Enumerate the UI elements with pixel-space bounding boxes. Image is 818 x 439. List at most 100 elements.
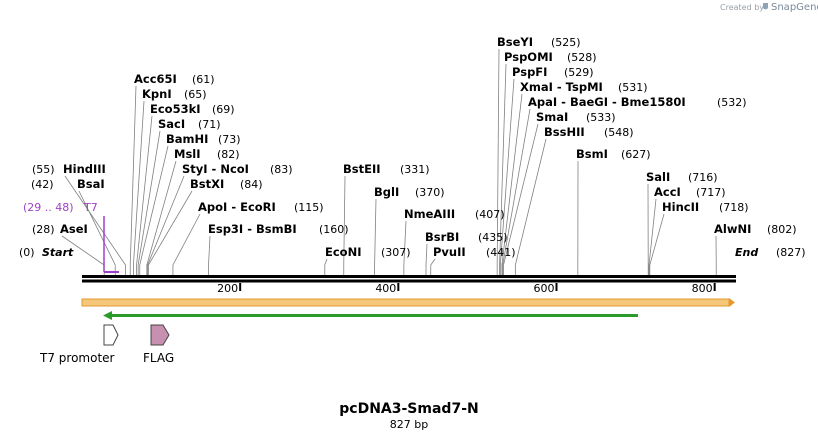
restriction-site[interactable]: BglI(370): [374, 185, 445, 199]
restriction-site[interactable]: ApoI - EcoRI (115): [198, 200, 324, 214]
site-name: SmaI: [536, 110, 568, 124]
site-position: (627): [621, 148, 651, 161]
restriction-site[interactable]: XmaI - TspMI(531): [520, 80, 648, 94]
restriction-site[interactable]: PvuII (441): [433, 245, 516, 259]
site-position: (42): [31, 178, 54, 191]
start-label: Start: [42, 246, 74, 259]
site-leader-line: [129, 85, 137, 275]
site-name: ApoI - EcoRI: [198, 200, 276, 214]
restriction-site[interactable]: EcoNI (307): [325, 245, 411, 259]
site-leader-line: [403, 220, 407, 275]
site-leader-line: [430, 258, 436, 275]
site-position: (525): [551, 36, 581, 49]
restriction-site[interactable]: StyI - NcoI(83): [182, 162, 293, 176]
restriction-site[interactable]: MslI (82): [174, 147, 240, 161]
site-name: Esp3I - BsmBI: [208, 222, 297, 236]
restriction-site[interactable]: BsaI (42): [31, 177, 105, 191]
end-position: (827): [776, 246, 806, 259]
restriction-site[interactable]: PspFI(529): [512, 65, 594, 79]
site-leader-line: [133, 100, 145, 275]
site-position: (532): [717, 96, 747, 109]
feature-t7-promoter[interactable]: T7 promoter: [39, 324, 119, 365]
site-leader-line: [148, 190, 193, 275]
restriction-site[interactable]: BsrBI(435): [425, 230, 508, 244]
site-position: (407): [475, 208, 505, 221]
snapgene-logo-icon: [763, 3, 768, 10]
site-position: (83): [270, 163, 293, 176]
restriction-site[interactable]: BsmI (627): [576, 147, 651, 161]
restriction-site[interactable]: KpnI(65): [142, 87, 207, 101]
site-name: EcoNI: [325, 245, 361, 259]
site-leader-line: [64, 175, 126, 275]
restriction-site[interactable]: BseYI (525): [497, 35, 581, 49]
feature-label-t7-promoter: T7 promoter: [39, 351, 115, 365]
plasmid-name: pcDNA3-Smad7-N: [339, 401, 478, 417]
site-leader-line: [136, 115, 153, 275]
site-position: (370): [415, 186, 445, 199]
restriction-site[interactable]: SalI(716): [646, 170, 718, 184]
site-position: (718): [719, 201, 749, 214]
site-name: MslI: [174, 147, 201, 161]
site-name: PvuII: [433, 245, 466, 259]
site-position: (533): [586, 111, 616, 124]
site-position: (528): [567, 51, 597, 64]
restriction-site[interactable]: PspOMI (528): [504, 50, 597, 64]
site-leader-line: [499, 78, 515, 275]
site-name: AlwNI: [714, 222, 751, 236]
restriction-site[interactable]: BssHII(548): [544, 125, 634, 139]
site-name: BstXI: [190, 177, 224, 191]
site-position: (331): [400, 163, 430, 176]
site-position: (55): [32, 163, 55, 176]
site-position: (160): [319, 223, 349, 236]
site-leader-line: [425, 243, 428, 275]
site-name: BsaI: [77, 177, 105, 191]
site-leader-line: [343, 175, 346, 275]
primer-t7[interactable]: (29 .. 48) T7: [23, 201, 119, 273]
site-name: SacI: [158, 117, 185, 131]
restriction-site[interactable]: Esp3I - BsmBI (160): [208, 222, 349, 236]
site-name: HincII: [662, 200, 699, 214]
site-position: (82): [217, 148, 240, 161]
ruler-tick-label: 600: [533, 282, 554, 295]
site-leader-line: [499, 63, 507, 275]
restriction-site[interactable]: SacI (71): [158, 117, 221, 131]
restriction-site[interactable]: Eco53kI(69): [150, 102, 235, 116]
site-name: NmeAIII: [404, 207, 455, 221]
site-position: (441): [486, 246, 516, 259]
site-name: BseYI: [497, 35, 533, 49]
site-leader-line: [147, 175, 185, 275]
restriction-site[interactable]: Acc65I(61): [134, 72, 215, 86]
restriction-site[interactable]: BstEII(331): [343, 162, 430, 176]
site-name: BsmI: [576, 147, 608, 161]
site-leader-line: [648, 198, 657, 275]
site-leader-line: [503, 123, 539, 275]
restriction-site[interactable]: BstXI(84): [190, 177, 263, 191]
site-position: (71): [198, 118, 221, 131]
restriction-site[interactable]: ApaI - BaeGI - Bme1580I(532): [528, 95, 747, 109]
restriction-site[interactable]: NmeAIII (407): [404, 207, 505, 221]
restriction-site[interactable]: SmaI (533): [536, 110, 616, 124]
restriction-site[interactable]: HindIII (55): [32, 162, 106, 176]
site-position: (61): [192, 73, 215, 86]
full-length-feature[interactable]: [81, 298, 735, 307]
site-position: (115): [294, 201, 324, 214]
site-name: KpnI: [142, 87, 172, 101]
primer-range: (29 .. 48): [23, 201, 74, 214]
site-name: PspOMI: [504, 50, 553, 64]
restriction-site[interactable]: AlwNI(802): [714, 222, 797, 236]
site-position: (307): [381, 246, 411, 259]
site-position: (717): [696, 186, 726, 199]
ruler-tick-label: 400: [375, 282, 396, 295]
feature-flag[interactable]: FLAG: [143, 324, 174, 365]
orf-arrow-reverse[interactable]: [103, 311, 638, 320]
restriction-site[interactable]: AseI(28): [32, 222, 88, 236]
site-name: HindIII: [63, 162, 106, 176]
site-name: AccI: [654, 185, 681, 199]
site-leader-line: [502, 108, 531, 275]
restriction-site[interactable]: HincII (718): [662, 200, 749, 214]
restriction-site[interactable]: AccI (717): [654, 185, 726, 199]
snapgene-brand: SnapGene: [771, 2, 818, 13]
restriction-site[interactable]: BamHI(73): [166, 132, 241, 146]
